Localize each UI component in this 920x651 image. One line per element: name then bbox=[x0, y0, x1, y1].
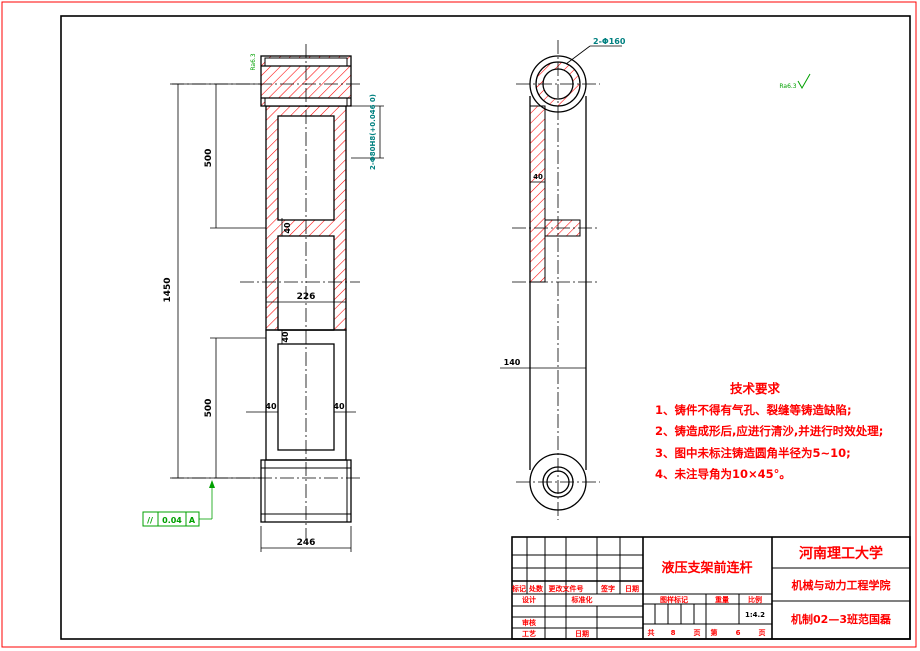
dim-rib-upper: 40 bbox=[283, 222, 292, 234]
dim-web-right: 40 bbox=[333, 402, 345, 411]
dim-lower-span: 500 bbox=[204, 399, 214, 418]
tolerance-datum: A bbox=[189, 516, 196, 525]
side-centerlines bbox=[512, 40, 600, 520]
dim-total-length: 1450 bbox=[163, 277, 173, 302]
tolerance-value: 0.04 bbox=[162, 516, 182, 525]
college-name: 机械与动力工程学院 bbox=[792, 578, 891, 592]
sheet-total-prefix: 共 bbox=[648, 628, 655, 637]
label-drawing-mark: 图样标记 bbox=[660, 595, 688, 604]
bottom-boss bbox=[260, 459, 352, 523]
roughness-top: Ra6.3 bbox=[250, 53, 257, 70]
requirement-item-1: 1、铸件不得有气孔、裂缝等铸造缺陷; bbox=[655, 402, 852, 417]
dim-upper-span: 500 bbox=[204, 149, 214, 168]
scale-value: 1:4.2 bbox=[745, 611, 765, 619]
label-ratio: 比例 bbox=[748, 595, 762, 604]
label-standardize: 标准化 bbox=[571, 595, 593, 604]
sheet-no: 6 bbox=[736, 629, 741, 637]
technical-requirements: 技术要求 1、铸件不得有气孔、裂缝等铸造缺陷; 2、铸造成形后,应进行清沙,并进… bbox=[655, 378, 910, 486]
rev-header-count: 处数 bbox=[528, 584, 544, 593]
dim-side-rib: 40 bbox=[533, 173, 543, 181]
roughness-check-icon bbox=[797, 73, 811, 90]
roughness-general: Ra6.3 bbox=[779, 83, 796, 90]
title-block bbox=[511, 536, 911, 640]
requirement-item-2: 2、铸造成形后,应进行清沙,并进行时效处理; bbox=[655, 424, 884, 438]
requirement-item-3: 3、图中未标注铸造圆角半径为5~10; bbox=[655, 445, 851, 460]
part-name: 液压支架前连杆 bbox=[661, 560, 752, 576]
sheet-total: 8 bbox=[671, 629, 676, 637]
rev-header-file: 更改文件号 bbox=[549, 584, 584, 593]
dim-rib-middle: 40 bbox=[281, 331, 290, 343]
label-review: 审核 bbox=[522, 618, 536, 627]
tolerance-frame: // 0.04 A bbox=[142, 480, 215, 527]
sheet-unit: 页 bbox=[694, 629, 701, 637]
rev-header-date: 日期 bbox=[625, 584, 639, 593]
label-date: 日期 bbox=[575, 629, 589, 638]
rev-header-sign: 签字 bbox=[600, 584, 615, 593]
rev-header-mark: 标记 bbox=[511, 584, 526, 593]
label-design: 设计 bbox=[522, 595, 536, 604]
tolerance-symbol: // bbox=[147, 516, 153, 525]
requirements-title: 技术要求 bbox=[729, 381, 780, 396]
dim-bore-fit-side: 2-Φ160 bbox=[593, 37, 626, 46]
class-author: 机制02—3班范国磊 bbox=[791, 612, 891, 626]
requirement-item-4: 4、未注导角为10×45°。 bbox=[655, 467, 791, 481]
side-dimensions bbox=[500, 45, 622, 369]
label-weight: 重量 bbox=[715, 595, 729, 604]
dim-side-width: 140 bbox=[504, 358, 521, 367]
university-name: 河南理工大学 bbox=[799, 545, 883, 562]
label-process: 工艺 bbox=[522, 629, 536, 638]
title-block-text: 标记 处数 更改文件号 签字 日期 设计 标准化 审核 工艺 日期 液压支架前连… bbox=[511, 545, 891, 638]
drawing-frame bbox=[60, 15, 911, 640]
sheet-no-unit: 页 bbox=[759, 629, 766, 637]
dim-inner-width: 226 bbox=[297, 292, 316, 302]
front-dimensions bbox=[172, 83, 384, 552]
dim-outer-width: 246 bbox=[297, 538, 316, 548]
dim-web-left: 40 bbox=[265, 402, 277, 411]
dim-bore-fit: 2-Φ80H8(+0.046 0) bbox=[369, 94, 377, 170]
sheet-no-prefix: 第 bbox=[711, 628, 718, 637]
